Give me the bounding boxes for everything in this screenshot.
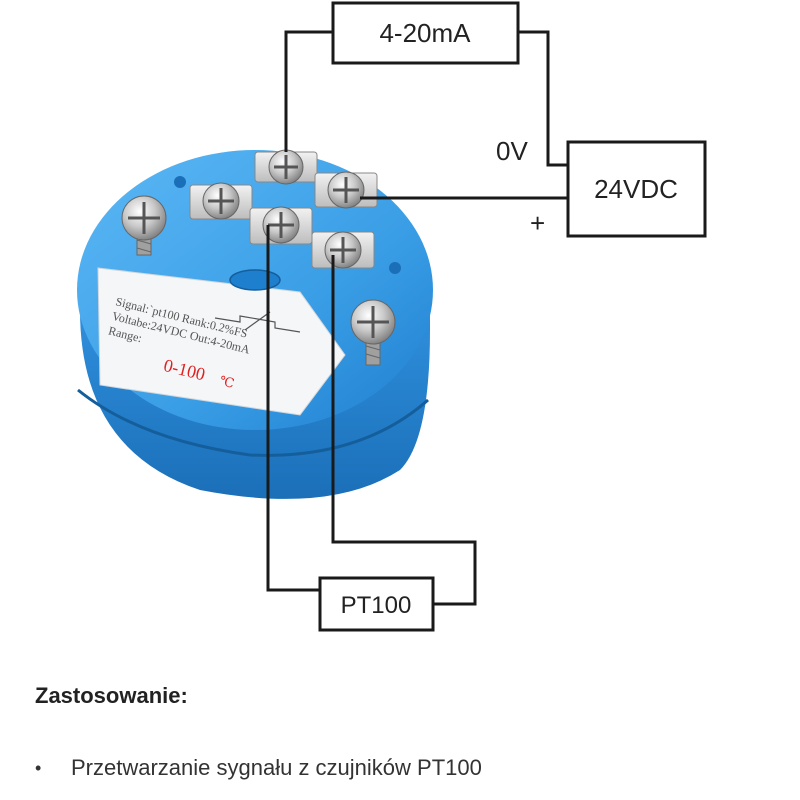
wire-pt100-right [331,255,477,606]
terminal-block-right [314,171,378,209]
mounting-screw-right [350,299,396,366]
wiring [266,30,568,606]
wiring-diagram: Signal:`pt100 Rank:0.2%FS Voltabe:24VDC … [77,1,707,632]
box-pt100-label: PT100 [341,592,412,619]
terminal-block-center [249,206,313,245]
terminal-block-left [189,182,253,220]
list-item: • Przetwarzanie sygnału z czujników PT10… [35,755,482,781]
box-4-20ma-label: 4-20mA [379,18,471,48]
section-title: Zastosowanie: [35,683,188,708]
label-range-unit: ℃ [218,373,236,391]
box-4-20ma: 4-20mA [331,1,520,65]
terminal-block-top [254,149,318,185]
terminal-label-0v: 0V [496,136,528,166]
box-24vdc: 24VDC [566,140,707,238]
mounting-screw-left [121,195,167,256]
terminal-label-plus: + [530,208,545,238]
list-item-text: Przetwarzanie sygnału z czujników PT100 [71,755,482,780]
box-24vdc-label: 24VDC [594,174,678,204]
bullet-icon: • [35,757,42,778]
wire-loop-left [284,30,333,152]
wire-loop-right [518,30,568,167]
device-label: Signal:`pt100 Rank:0.2%FS Voltabe:24VDC … [97,267,346,416]
transmitter-device: Signal:`pt100 Rank:0.2%FS Voltabe:24VDC … [77,149,433,499]
bullet-list: • Przetwarzanie sygnału z czujników PT10… [35,755,482,781]
box-pt100: PT100 [318,576,435,632]
terminal-block-bottom [311,231,375,269]
wire-pt100-left [266,225,320,592]
